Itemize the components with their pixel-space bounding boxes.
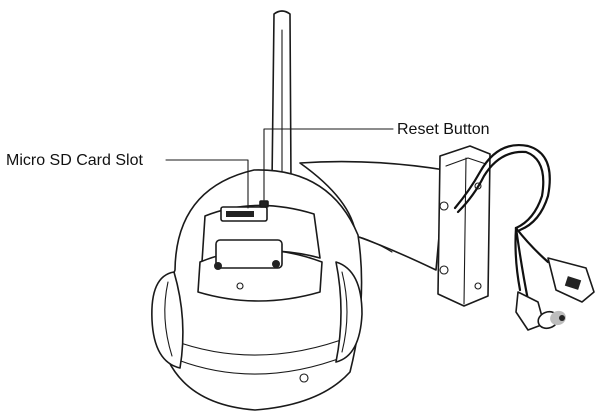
power-connector (515, 291, 566, 331)
ethernet-connector (547, 257, 595, 303)
reset-button-label: Reset Button (397, 121, 490, 138)
reset-leader (263, 128, 394, 201)
camera-dome (164, 169, 363, 411)
sd-card-slot-label: Micro SD Card Slot (6, 152, 143, 169)
side-ears (151, 261, 363, 369)
cable-bundle (453, 143, 551, 302)
reset-button (259, 200, 269, 208)
wall-bracket (437, 145, 491, 307)
callout-lines (165, 128, 394, 209)
sd-card-leader (165, 159, 249, 209)
antenna (271, 10, 292, 184)
